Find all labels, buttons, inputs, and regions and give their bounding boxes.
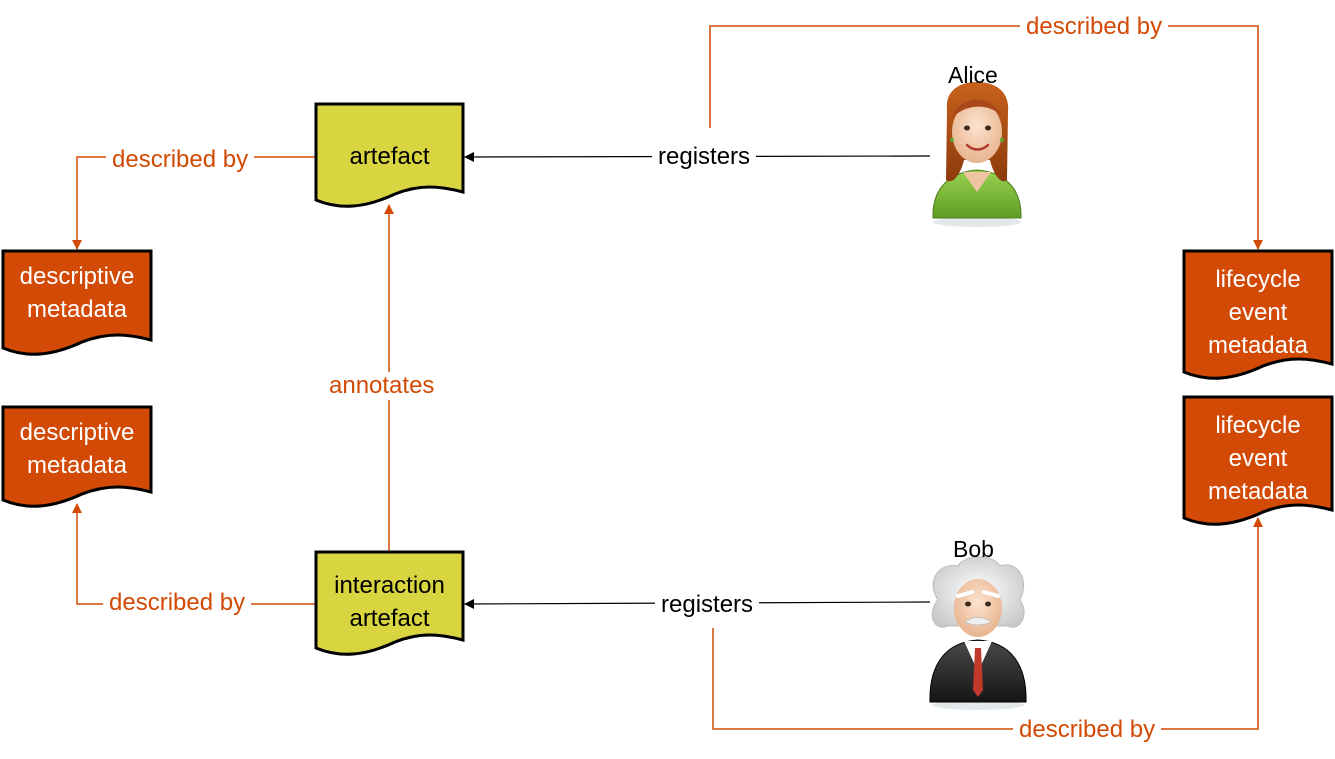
descriptive-metadata-bottom-line2: metadata bbox=[26, 452, 128, 479]
bob-registers-label: registers bbox=[655, 593, 760, 617]
scientist-avatar-icon[interactable] bbox=[929, 556, 1027, 710]
woman-avatar-icon[interactable] bbox=[932, 82, 1022, 227]
lifecycle-top-shape[interactable] bbox=[1182, 249, 1334, 380]
descriptive-metadata-top-line2: metadata bbox=[26, 296, 128, 323]
lifecycle-bottom-line2: event bbox=[1228, 444, 1288, 472]
interaction-described-by-label: described by bbox=[103, 591, 252, 615]
interaction-artefact-label-line2: artefact bbox=[349, 604, 430, 632]
artefact-node[interactable]: artefact bbox=[316, 104, 463, 208]
lifecycle-bottom-shape[interactable] bbox=[1182, 395, 1334, 526]
lifecycle-top-line2: event bbox=[1228, 298, 1288, 326]
interaction-artefact-shape[interactable] bbox=[314, 550, 465, 656]
edge-bob-described-by bbox=[712, 517, 1263, 730]
descriptive-metadata-top-node[interactable]: descriptive metadata bbox=[3, 251, 151, 335]
annotates-label: annotates bbox=[323, 372, 441, 400]
interaction-artefact-label-line1: interaction bbox=[334, 571, 445, 599]
lifecycle-top-line1: lifecycle bbox=[1215, 265, 1301, 293]
alice-name: Alice bbox=[948, 62, 998, 88]
lifecycle-top-node[interactable]: lifecycle event metadata bbox=[1184, 262, 1332, 362]
descriptive-metadata-top-shape[interactable] bbox=[1, 249, 153, 356]
artefact-described-by-label: described by bbox=[106, 148, 255, 172]
alice-registers-label: registers bbox=[652, 145, 757, 169]
lifecycle-bottom-line3: metadata bbox=[1207, 477, 1309, 505]
artefact-label: artefact bbox=[349, 142, 430, 170]
artefact-shape[interactable] bbox=[314, 102, 465, 208]
descriptive-metadata-top-line1: descriptive bbox=[19, 263, 135, 290]
bob-described-by-label: described by bbox=[1013, 718, 1162, 742]
lifecycle-bottom-node[interactable]: lifecycle event metadata bbox=[1184, 408, 1332, 508]
registers-connectors bbox=[464, 151, 931, 609]
edge-alice-described-by bbox=[709, 25, 1263, 250]
descriptive-metadata-bottom-node[interactable]: descriptive metadata bbox=[3, 407, 151, 491]
descriptive-metadata-bottom-line1: descriptive bbox=[19, 419, 135, 446]
alice-described-by-label: described by bbox=[1020, 15, 1169, 39]
described-by-connectors bbox=[72, 25, 1263, 730]
descriptive-metadata-bottom-shape[interactable] bbox=[1, 405, 153, 508]
bob-name: Bob bbox=[953, 536, 994, 562]
lifecycle-top-line3: metadata bbox=[1207, 331, 1309, 359]
interaction-artefact-node[interactable]: interaction artefact bbox=[316, 552, 463, 651]
lifecycle-bottom-line1: lifecycle bbox=[1215, 411, 1301, 439]
